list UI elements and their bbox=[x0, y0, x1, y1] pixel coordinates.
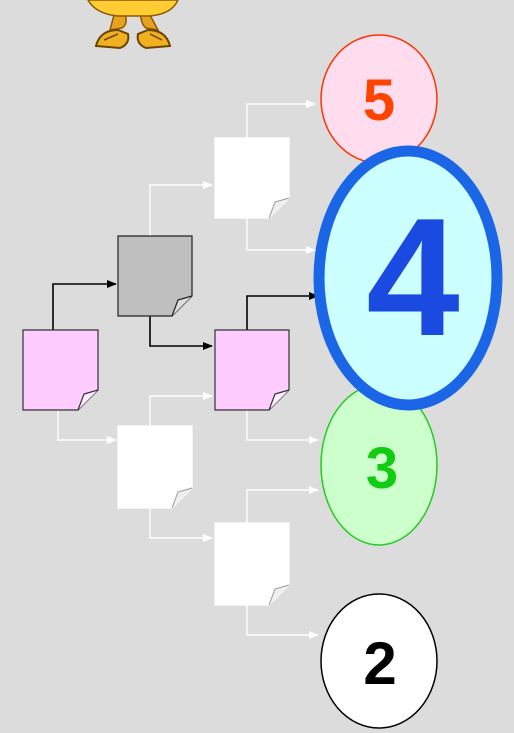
document-gray bbox=[118, 236, 192, 316]
version-5-circle: 5 bbox=[321, 35, 437, 163]
version-5-label: 5 bbox=[363, 68, 395, 133]
version-3-label: 3 bbox=[366, 436, 398, 501]
document-root-pink bbox=[23, 330, 98, 410]
document-white-top bbox=[215, 138, 289, 218]
document-white-bottom bbox=[215, 523, 289, 605]
version-4-circle: 4 bbox=[319, 151, 497, 405]
version-2-label: 2 bbox=[363, 630, 396, 697]
document-pink-mid bbox=[215, 330, 289, 410]
version-4-label: 4 bbox=[366, 183, 459, 371]
version-2-circle: 2 bbox=[321, 594, 437, 728]
cartoon-character-feet-icon bbox=[88, 0, 178, 48]
document-white-left-lower bbox=[118, 426, 192, 508]
